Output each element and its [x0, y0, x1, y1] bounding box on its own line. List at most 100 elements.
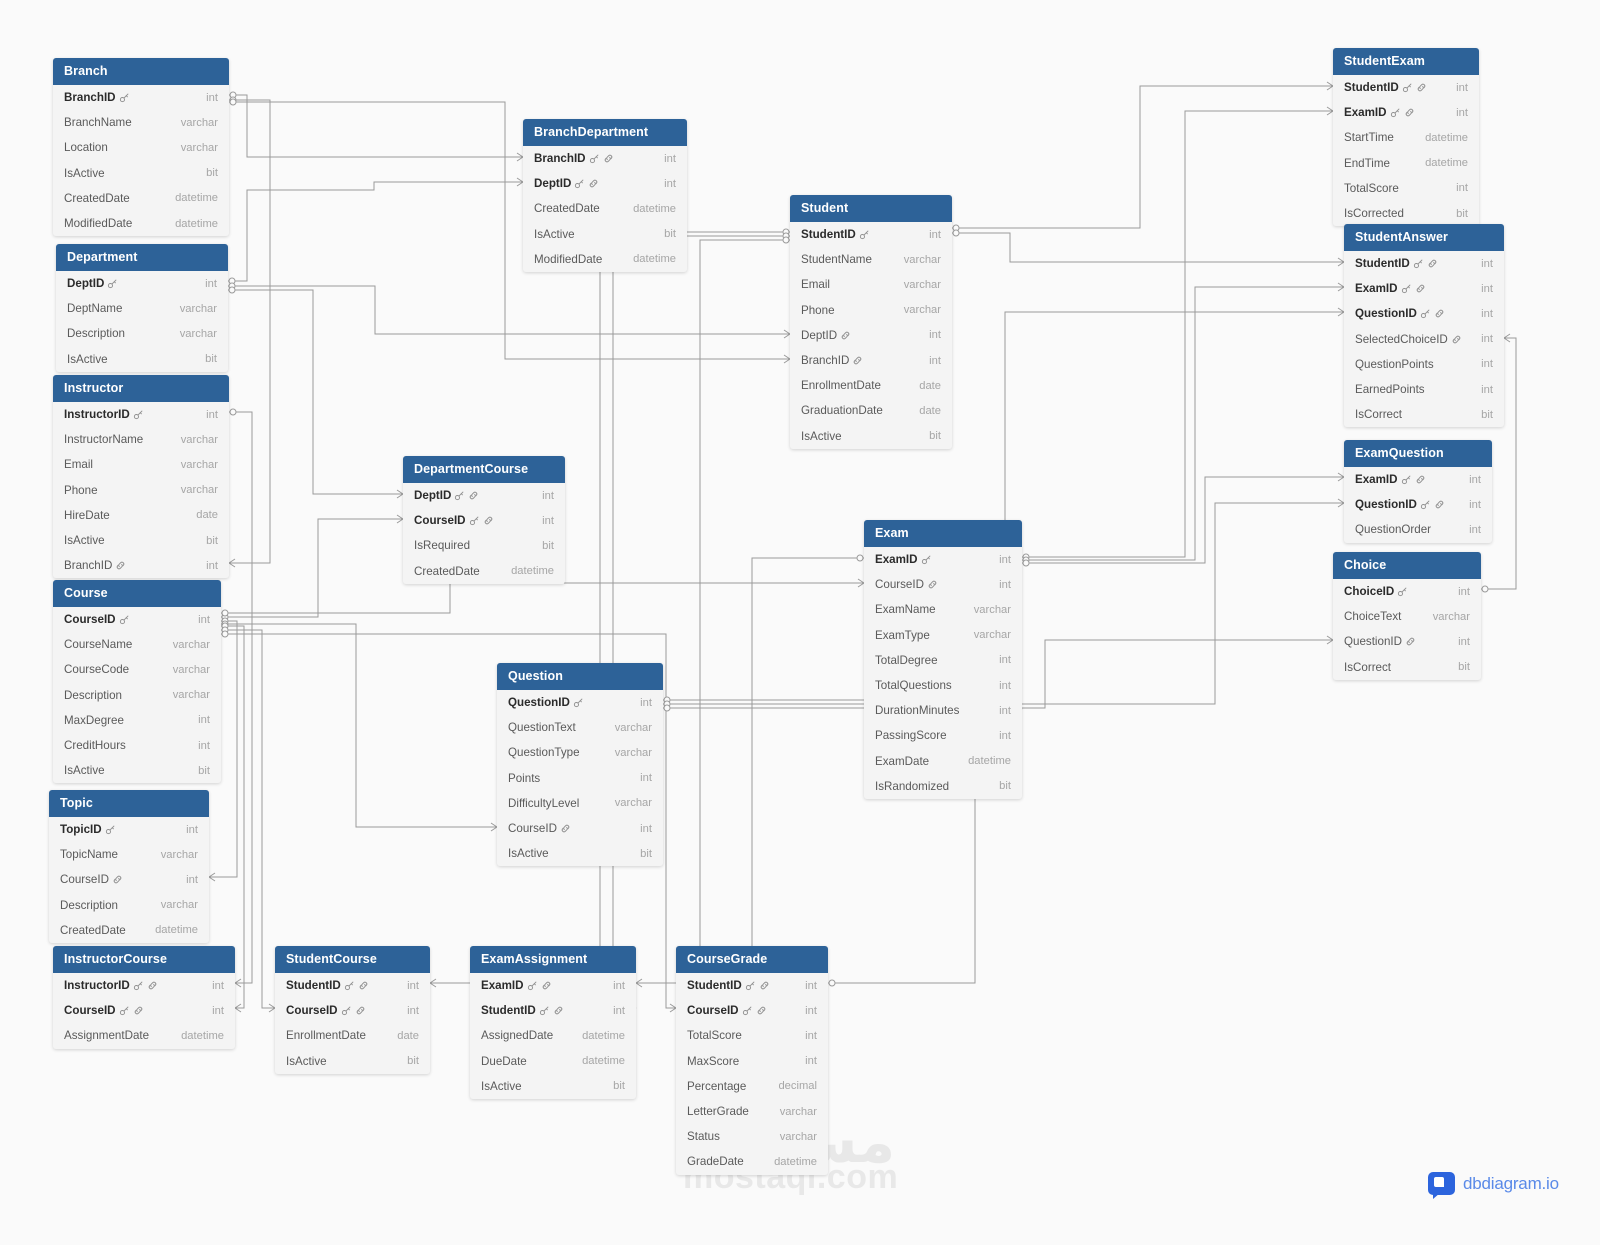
table-header[interactable]: StudentExam — [1333, 48, 1479, 75]
table-header[interactable]: CourseGrade — [676, 946, 828, 973]
table-header[interactable]: InstructorCourse — [53, 946, 235, 973]
table-header[interactable]: Question — [497, 663, 663, 690]
table-header[interactable]: DepartmentCourse — [403, 456, 565, 483]
table-header[interactable]: StudentAnswer — [1344, 224, 1504, 251]
table-header[interactable]: ExamAssignment — [470, 946, 636, 973]
table-header[interactable]: ExamQuestion — [1344, 440, 1492, 467]
table-header[interactable]: Student — [790, 195, 952, 222]
table-header[interactable]: Course — [53, 580, 221, 607]
table-header[interactable]: Topic — [49, 790, 209, 817]
table-header[interactable]: Choice — [1333, 552, 1481, 579]
